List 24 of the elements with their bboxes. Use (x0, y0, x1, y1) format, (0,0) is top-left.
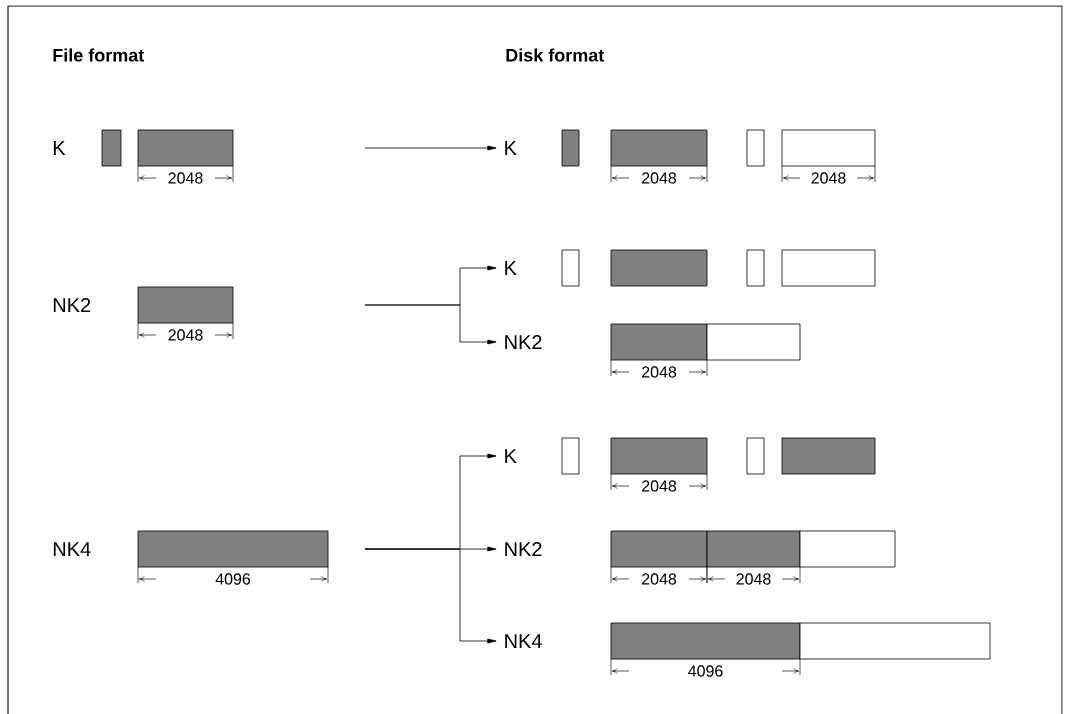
dimension-label: 2048 (736, 573, 771, 585)
row-label: NK4 (505, 634, 542, 648)
dimension-label: 2048 (168, 172, 203, 184)
arrow (364, 145, 497, 151)
row-label: NK2 (505, 335, 542, 349)
dimension-label: 2048 (642, 366, 677, 378)
row-label: K (505, 261, 517, 275)
row-label: K (505, 449, 517, 463)
dimension-label: 2048 (642, 172, 677, 184)
dimension-label: 2048 (642, 480, 677, 492)
arrow (364, 304, 497, 345)
row-label: NK2 (505, 542, 542, 556)
row-label: NK2 (53, 298, 91, 312)
heading: Disk format (506, 48, 605, 62)
row-label: NK4 (53, 542, 91, 556)
dimension-label: 4096 (215, 573, 251, 585)
dimension-label: 2048 (642, 573, 677, 585)
heading: File format (53, 48, 145, 62)
dimension-label: 2048 (168, 329, 203, 341)
arrow (364, 548, 497, 644)
row-label: K (53, 141, 66, 155)
dimension-label: 2048 (811, 172, 846, 184)
row-label: K (505, 141, 517, 155)
dimension-label: 4096 (688, 665, 723, 677)
